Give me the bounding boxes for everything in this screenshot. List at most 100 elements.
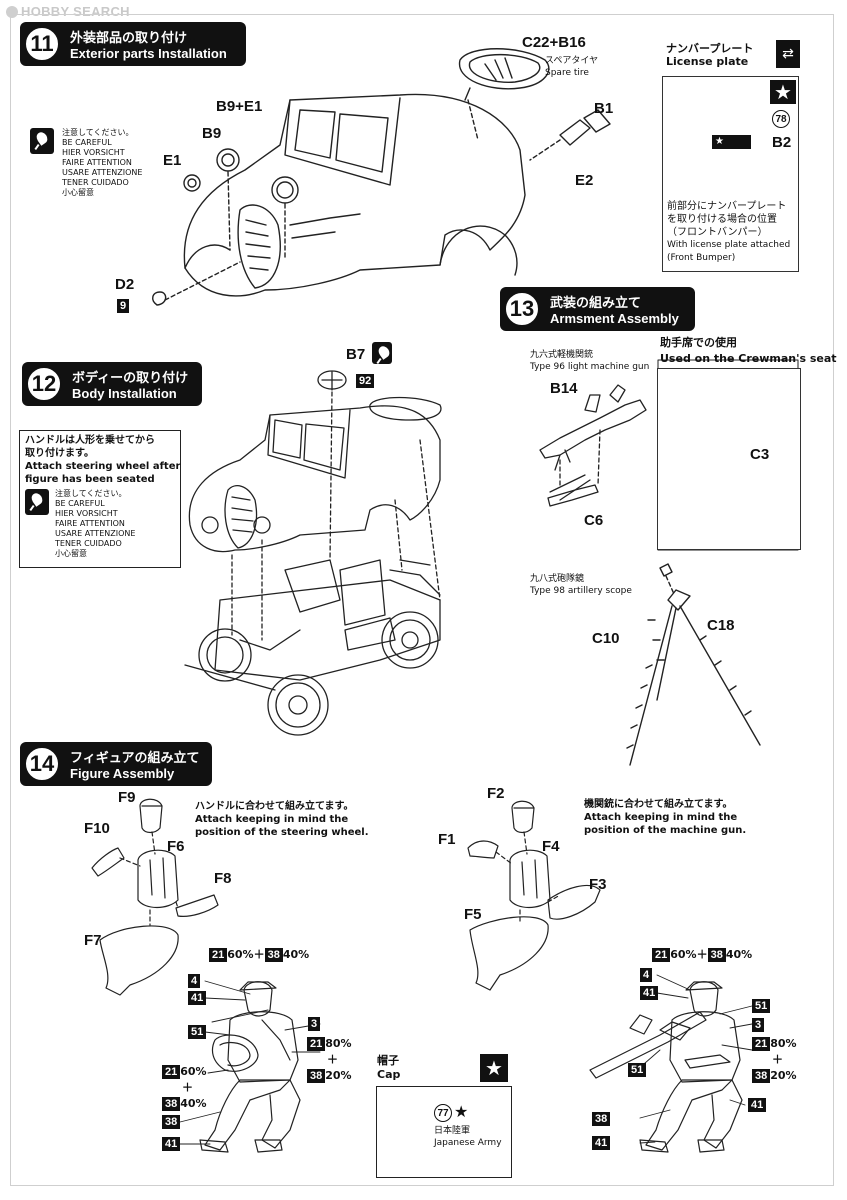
cap-title-en: Cap [377, 1068, 401, 1081]
part-label-f5: F5 [464, 906, 482, 923]
watermark-logo: HOBBY SEARCH [6, 4, 130, 19]
paint-badge-38: 38 [162, 1115, 181, 1129]
step-title-en: Figure Assembly [70, 766, 175, 781]
license-note-jp1: 前部分にナンバープレート [667, 201, 787, 212]
part-label-f3: F3 [589, 876, 607, 893]
paint-badge: 21 [307, 1037, 326, 1051]
right-figure-note-en2: position of the machine gun. [584, 825, 747, 836]
license-plate-inset [662, 76, 799, 272]
paint-badge: 21 [752, 1037, 771, 1051]
caution-jp: 注意してください。 [62, 128, 134, 137]
part-label-b9: B9 [202, 125, 222, 142]
step-number: 13 [504, 291, 540, 327]
step-title-jp: 外装部品の取り付け [70, 31, 188, 46]
step-14-header: 14 フィギュアの組み立て Figure Assembly [20, 742, 212, 786]
part-label-c3: C3 [750, 446, 770, 463]
paint-pct: 60% [180, 1065, 207, 1078]
steering-note-jp2: 取り付けます。 [25, 448, 94, 459]
paint-pct: 80% [770, 1037, 797, 1050]
license-title-en: License plate [666, 55, 749, 68]
paint-plus: ＋ [182, 1081, 193, 1094]
left-figure-note-en1: Attach keeping in mind the [195, 814, 349, 825]
watermark-text: HOBBY SEARCH [21, 4, 130, 19]
paint-plus: ＋ [772, 1053, 783, 1066]
step-number: 14 [24, 746, 60, 782]
spare-tire-jp: スペアタイヤ [545, 56, 599, 66]
paint-badge-51: 51 [628, 1063, 647, 1077]
mg-name-jp: 九六式軽機関銃 [530, 350, 594, 360]
license-title-jp: ナンバープレート [666, 42, 754, 55]
paint-badge: 38 [752, 1069, 771, 1083]
paint-badge-3: 3 [752, 1018, 765, 1032]
paint-badge-41: 41 [640, 986, 659, 1000]
right-figure-note: 機関銃に合わせて組み立てます。 Attach keeping in mind t… [584, 798, 746, 837]
paint-badge-4: 4 [188, 974, 201, 988]
painted-figure-right-art [589, 981, 743, 1153]
part-label-f6: F6 [167, 838, 185, 855]
page-frame [10, 14, 834, 1186]
caution-block-step11: 注意してください。 BE CAREFUL HIER VORSICHT FAIRE… [30, 128, 142, 198]
crewman-seat-inset [657, 368, 801, 550]
part-label-b7: B7 [346, 346, 366, 363]
paint-badge-3: 3 [308, 1017, 321, 1031]
part-label-b2: B2 [772, 134, 792, 151]
part-label-f7: F7 [84, 932, 102, 949]
body-chassis-step12 [184, 370, 442, 736]
caution-line: FAIRE ATTENTION [62, 158, 132, 167]
paint-badge-41: 41 [748, 1098, 767, 1112]
paint-pct: 40% [725, 948, 753, 961]
steering-note-box: ハンドルは人形を乗せてから 取り付けます。 Attach steering wh… [19, 430, 181, 568]
part-label-f10: F10 [84, 820, 110, 837]
paint-badge: 38 [707, 948, 726, 962]
part-label-b9-e1: B9+E1 [216, 98, 263, 115]
paint-pct: 60%＋ [227, 948, 265, 961]
caution-line: BE CAREFUL [55, 499, 105, 508]
caution-glue-icon [372, 342, 392, 364]
license-note: 前部分にナンバープレート を取り付ける場合の位置 （フロントバンパー） With… [667, 200, 790, 265]
step-12-header: 12 ボディーの取り付け Body Installation [22, 362, 202, 406]
seat-usage-jp: 助手席での使用 [660, 336, 737, 349]
paint-badge: 21 [162, 1065, 181, 1079]
decal-number-badge: 77 [434, 1104, 452, 1122]
paint-pct: 40% [180, 1097, 207, 1110]
logo-icon [6, 6, 18, 18]
paint-leader-lines [179, 974, 753, 1145]
license-note-en1: With license plate attached [667, 240, 791, 250]
car-body-step11 [152, 48, 611, 306]
spare-tire-en: Spare tire [545, 68, 589, 78]
caution-line: USARE ATTENZIONE [55, 529, 136, 538]
step-number: 12 [26, 366, 62, 402]
paint-badge-41: 41 [592, 1136, 611, 1150]
caution-line: HIER VORSICHT [55, 509, 118, 518]
caution-zh: 小心留意 [55, 549, 87, 558]
caution-line: BE CAREFUL [62, 138, 112, 147]
figure-left-parts-art [91, 798, 219, 996]
caution-line: USARE ATTENZIONE [62, 168, 143, 177]
step-title-jp: ボディーの取り付け [72, 371, 189, 386]
paint-pct: 60%＋ [670, 948, 708, 961]
part-label-e1: E1 [163, 152, 182, 169]
part-label-c22-b16: C22+B16 [522, 34, 586, 51]
step-number: 11 [24, 26, 60, 62]
caution-line: TENER CUIDADO [62, 178, 129, 187]
license-note-jp2: を取り付ける場合の位置 [667, 214, 777, 225]
caution-zh: 小心留意 [62, 188, 94, 197]
paint-badge-51: 51 [188, 1025, 207, 1039]
part-label-f9: F9 [118, 789, 136, 806]
cap-decal-box [376, 1086, 512, 1178]
cap-decal-en: Japanese Army [434, 1138, 502, 1148]
step-11-header: 11 外装部品の取り付け Exterior parts Installation [20, 22, 246, 66]
paint-plus: ＋ [327, 1053, 338, 1066]
part-label-c18: C18 [707, 617, 735, 634]
paint-pct: 40% [282, 948, 310, 961]
mg-name-en: Type 96 light machine gun [530, 362, 650, 372]
license-note-jp3: （フロントバンパー） [667, 227, 768, 238]
paint-pct: 80% [325, 1037, 352, 1050]
cap-decal-jp: 日本陸軍 [434, 1126, 471, 1136]
paint-pct: 20% [325, 1069, 352, 1082]
step-title-jp: フィギュアの組み立て [70, 751, 200, 766]
